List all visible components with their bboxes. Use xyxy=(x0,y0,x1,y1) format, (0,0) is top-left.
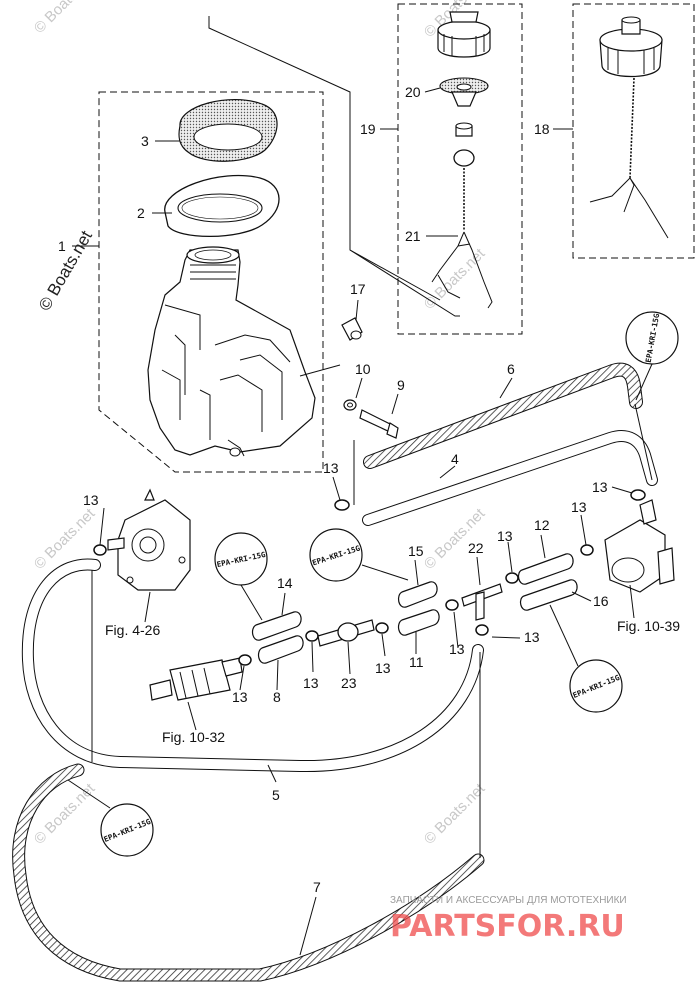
group-boxes xyxy=(98,3,695,473)
svg-text:© Boats.net: © Boats.net xyxy=(421,245,489,313)
clamp-13-a xyxy=(238,489,646,666)
callout-7: 7 xyxy=(313,879,321,895)
svg-text:© Boats.net: © Boats.net xyxy=(31,0,99,37)
part-1-fuel-tank xyxy=(147,246,341,457)
callout-13: 13 xyxy=(592,479,608,495)
svg-text:© Boats.net: © Boats.net xyxy=(421,780,489,848)
fig-ref-10-32: Fig. 10-32 xyxy=(162,729,225,745)
callout-13: 13 xyxy=(449,641,465,657)
callout-numbers: 1 2 3 4 5 6 7 8 9 10 11 12 13 13 13 13 1… xyxy=(58,84,609,895)
callout-15: 15 xyxy=(408,543,424,559)
part-18-fuel-cap-assembly xyxy=(589,16,669,239)
part-17-grommet xyxy=(341,317,363,341)
epa-tag-bottom: EPA-KRI-15G xyxy=(67,779,154,857)
part-3-filter-pad xyxy=(178,98,278,162)
part-20-cap-gasket xyxy=(439,77,489,107)
part-11-hose xyxy=(397,609,440,636)
callout-13: 13 xyxy=(303,675,319,691)
part-15-hose xyxy=(397,581,438,608)
assembly-leader-lines xyxy=(208,16,460,317)
callout-9: 9 xyxy=(397,377,405,393)
callout-13: 13 xyxy=(232,689,248,705)
figure-references: Fig. 4-26 Fig. 10-32 Fig. 10-39 xyxy=(105,584,680,745)
callout-10: 10 xyxy=(355,361,371,377)
epa-tag-left: EPA-KRI-15G xyxy=(214,532,268,621)
epa-tag-right: EPA-KRI-15G xyxy=(549,604,623,713)
callout-12: 12 xyxy=(534,517,550,533)
callout-6: 6 xyxy=(507,361,515,377)
part-19-tether xyxy=(453,122,475,230)
part-2-gasket xyxy=(164,174,280,237)
callout-17: 17 xyxy=(350,281,366,297)
callout-13: 13 xyxy=(375,660,391,676)
part-10-washer xyxy=(343,399,357,411)
partsfor-logo: ЗАПЧАСТИ И АКСЕССУАРЫ ДЛЯ МОТОТЕХНИКИ PA… xyxy=(390,895,627,944)
fuel-pump-fig-4-26 xyxy=(107,488,191,591)
callout-20: 20 xyxy=(405,84,421,100)
callout-21: 21 xyxy=(405,228,421,244)
part-6-hose xyxy=(363,362,643,469)
svg-text:© Boats.net: © Boats.net xyxy=(421,505,489,573)
callout-5: 5 xyxy=(272,787,280,803)
part-8-hose xyxy=(257,635,304,664)
callout-16: 16 xyxy=(593,593,609,609)
fig-ref-4-26: Fig. 4-26 xyxy=(105,622,160,638)
callout-1: 1 xyxy=(58,238,66,254)
epa-tag-center: EPA-KRI-15G xyxy=(309,528,409,582)
callout-13: 13 xyxy=(497,528,513,544)
part-12-hose xyxy=(517,553,574,585)
part-23-check-valve xyxy=(317,619,375,647)
callout-8: 8 xyxy=(273,689,281,705)
callout-3: 3 xyxy=(141,133,149,149)
part-7-hose xyxy=(12,763,485,982)
callout-leaders xyxy=(72,87,633,956)
callout-2: 2 xyxy=(137,205,145,221)
callout-4: 4 xyxy=(451,451,459,467)
callout-13: 13 xyxy=(571,499,587,515)
fuel-filter-fig-10-39 xyxy=(604,499,675,593)
part-4-hose xyxy=(362,430,658,526)
svg-text:ЗАПЧАСТИ И АКСЕССУАРЫ ДЛЯ МОТО: ЗАПЧАСТИ И АКСЕССУАРЫ ДЛЯ МОТОТЕХНИКИ xyxy=(390,895,627,906)
callout-11: 11 xyxy=(409,654,424,670)
callout-22: 22 xyxy=(468,540,484,556)
clamp-13-pump xyxy=(93,544,107,556)
svg-text:PARTSFOR.RU: PARTSFOR.RU xyxy=(390,909,625,944)
part-14-hose xyxy=(251,611,302,641)
callout-13: 13 xyxy=(524,629,540,645)
part-5-hose xyxy=(21,558,484,773)
callout-13: 13 xyxy=(323,460,339,476)
epa-tag-top-right: EPA-KRI-15G xyxy=(625,311,679,401)
part-16-hose xyxy=(519,579,578,611)
part-19-fuel-cap-assembly xyxy=(437,11,491,58)
callout-14: 14 xyxy=(277,575,293,591)
callout-18: 18 xyxy=(534,121,550,137)
injector-fig-10-32 xyxy=(149,657,243,701)
part-21-retainer xyxy=(431,231,493,309)
fig-ref-10-39: Fig. 10-39 xyxy=(617,618,680,634)
callout-13: 13 xyxy=(83,492,99,508)
part-22-tee-joint xyxy=(461,583,503,621)
callout-19: 19 xyxy=(360,121,376,137)
part-9-bolt xyxy=(359,409,399,439)
callout-23: 23 xyxy=(341,675,357,691)
